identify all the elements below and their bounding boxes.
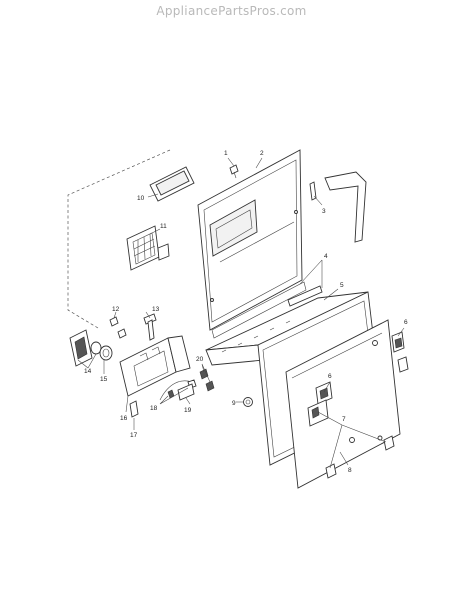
callout-18: 18 xyxy=(150,405,158,412)
part-17-clip xyxy=(129,400,139,418)
callout-6b: 6 xyxy=(328,373,332,380)
part-13-rivet xyxy=(143,313,157,341)
callout-17: 17 xyxy=(130,432,138,439)
part-6b-handle xyxy=(315,381,333,405)
callout-15: 15 xyxy=(100,376,108,383)
part-8-front-door-panel xyxy=(285,319,401,489)
callout-1: 1 xyxy=(224,150,228,157)
leader-lines xyxy=(77,157,405,469)
part-15-rings xyxy=(90,341,113,361)
callout-2: 2 xyxy=(260,150,264,157)
part-5-door-trim xyxy=(205,291,369,366)
callout-19: 19 xyxy=(184,407,192,414)
callout-13: 13 xyxy=(152,306,160,313)
callout-5: 5 xyxy=(340,282,344,289)
callout-9: 9 xyxy=(232,400,236,407)
callout-11: 11 xyxy=(160,223,167,230)
callout-12: 12 xyxy=(112,306,120,313)
part-12-screws xyxy=(109,316,127,339)
callout-4: 4 xyxy=(324,253,328,260)
part-7-switches xyxy=(307,399,395,479)
callout-7: 7 xyxy=(342,416,346,423)
part-3-hinge-bracket xyxy=(309,171,367,243)
callout-16: 16 xyxy=(120,415,128,422)
callout-20: 20 xyxy=(196,356,204,363)
callout-10: 10 xyxy=(137,195,145,202)
part-14-control-bracket xyxy=(69,329,93,367)
part-20-springs xyxy=(199,368,215,392)
part-10-gasket xyxy=(149,166,195,202)
part-1-screw xyxy=(229,164,239,179)
part-16-control-housing xyxy=(119,335,191,397)
part-6-latch xyxy=(391,331,409,373)
callout-14: 14 xyxy=(84,368,92,375)
part-2-inner-door-liner xyxy=(197,149,307,339)
callout-3: 3 xyxy=(322,208,326,215)
watermark-text: AppliancePartsPros.com xyxy=(156,4,307,18)
callout-8: 8 xyxy=(348,467,352,474)
callout-6: 6 xyxy=(404,319,408,326)
part-11-dispenser xyxy=(126,225,170,271)
part-19-terminal xyxy=(177,383,195,401)
assembly-dashed-outline xyxy=(67,149,171,329)
part-9-knob xyxy=(243,397,253,407)
